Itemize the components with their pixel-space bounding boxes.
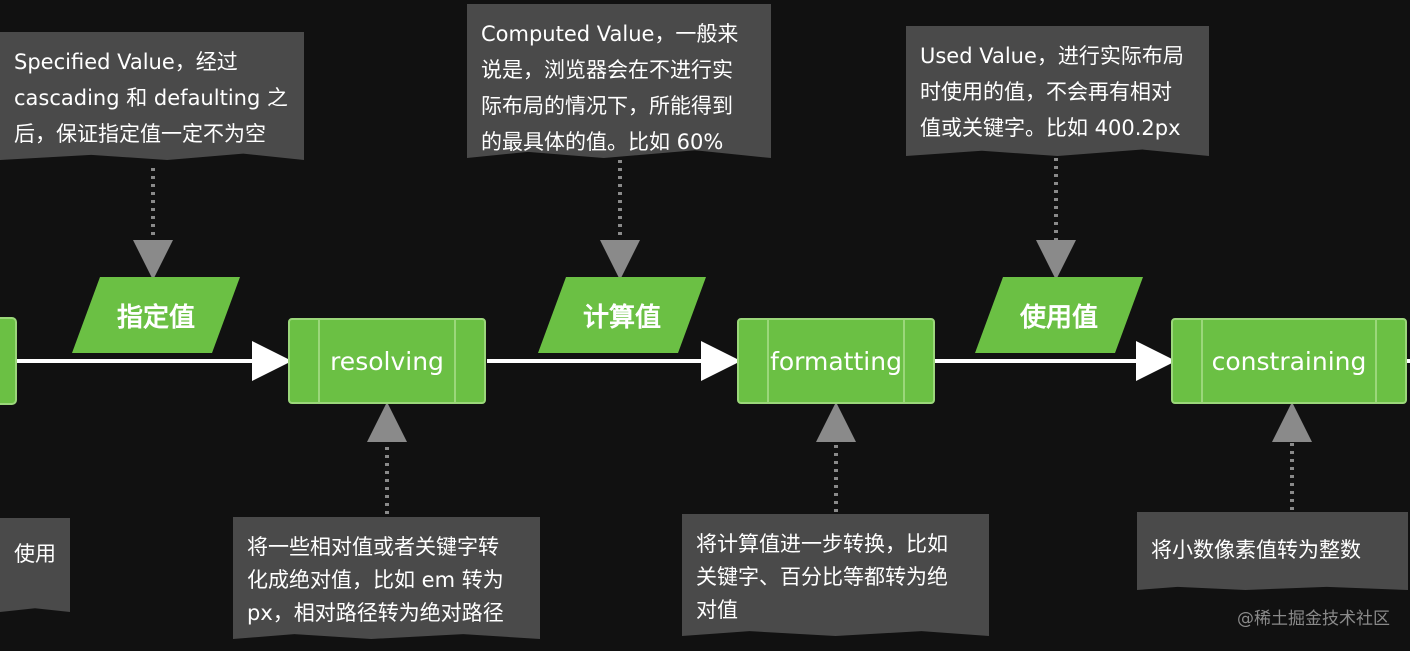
note-specified-value: Specified Value，经过 cascading 和 defaultin… [0, 32, 304, 160]
data-node-used: 使用值 [975, 277, 1143, 353]
data-node-computed: 计算值 [538, 277, 706, 353]
note-used-value: Used Value，进行实际布局 时使用的值，不会再有相对 值或关键字。比如 … [906, 26, 1209, 156]
note-constraining: 将小数像素值转为整数 [1137, 512, 1408, 590]
process-constraining: constraining [1171, 318, 1407, 404]
data-node-specified: 指定值 [72, 277, 240, 353]
note-computed-value: Computed Value，一般来 说是，浏览器会在不进行实 际布局的情况下，… [467, 4, 771, 158]
note-formatting: 将计算值进一步转换，比如 关键字、百分比等都转为绝 对值 [682, 514, 989, 636]
data-node-used-label: 使用值 [1019, 302, 1098, 333]
process-resolving-label: resolving [330, 346, 444, 376]
note-resolving: 将一些相对值或者关键字转 化成绝对值，比如 em 转为 px，相对路径转为绝对路… [233, 517, 540, 639]
process-resolving: resolving [288, 318, 486, 404]
data-node-specified-label: 指定值 [116, 302, 195, 333]
data-node-computed-label: 计算值 [582, 302, 661, 333]
note-prev-use: 使用 [0, 518, 70, 612]
partial-process-left [0, 317, 17, 405]
process-constraining-label: constraining [1211, 346, 1367, 376]
watermark: @稀土掘金技术社区 [1237, 609, 1390, 629]
process-formatting: formatting [737, 318, 935, 404]
process-formatting-label: formatting [770, 346, 902, 376]
